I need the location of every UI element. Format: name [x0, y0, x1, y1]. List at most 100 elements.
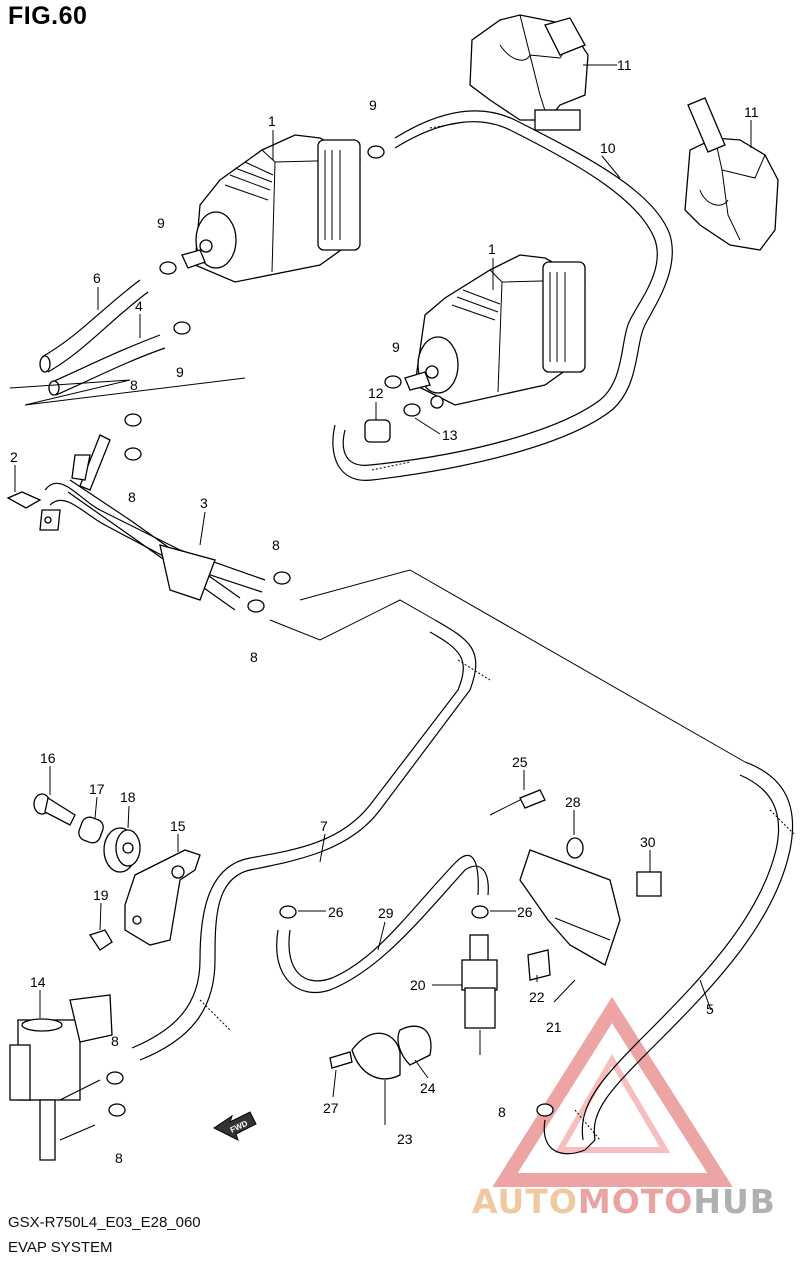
- collar-17: [78, 816, 104, 844]
- purge-hose-10: [332, 110, 673, 481]
- callout-15: 15: [170, 818, 186, 834]
- clamp-24: [397, 1025, 432, 1066]
- callout-4: 4: [135, 298, 143, 314]
- bracket-15: [124, 849, 201, 946]
- callout-5: 5: [706, 1001, 714, 1017]
- callout-25: 25: [512, 754, 528, 770]
- callout-12: 12: [368, 385, 384, 401]
- callout-8: 8: [498, 1104, 506, 1120]
- callout-9: 9: [392, 339, 400, 355]
- bolt-27: [329, 1051, 353, 1069]
- clamp-8-d: [247, 599, 265, 613]
- callout-18: 18: [120, 789, 136, 805]
- leader-lines-4-6: [9, 377, 246, 406]
- clamp-8-a: [124, 413, 142, 427]
- hose-7: [131, 619, 491, 1061]
- clamp-8-g: [536, 1103, 554, 1117]
- section-name: EVAP SYSTEM: [8, 1239, 113, 1256]
- callout-24: 24: [420, 1080, 436, 1096]
- callout-27: 27: [323, 1100, 339, 1116]
- clamp-9-left: [159, 261, 177, 275]
- clamp-8-e: [106, 1071, 124, 1085]
- callout-6: 6: [93, 270, 101, 286]
- watermark-logo-icon: [492, 996, 733, 1187]
- short-hose-4: [48, 334, 166, 396]
- callout-1: 1: [488, 241, 496, 257]
- clamp-26-a: [279, 905, 297, 919]
- rivet-25: [489, 789, 546, 816]
- washer-28: [566, 837, 584, 859]
- callout-13: 13: [442, 427, 458, 443]
- canister-holder-lower: [684, 97, 779, 251]
- clamp-26-b: [471, 905, 489, 919]
- watermark-auto: AUTO: [472, 1182, 578, 1221]
- callout-9: 9: [176, 364, 184, 380]
- evap-canister-lower: [404, 254, 586, 409]
- clip-22: [527, 949, 551, 981]
- hose-5: [574, 761, 796, 1141]
- callout-9: 9: [369, 97, 377, 113]
- clamp-8-f: [108, 1103, 126, 1117]
- callout-8: 8: [115, 1150, 123, 1166]
- clamp-8-c: [273, 571, 291, 585]
- canister-holder-upper: [469, 14, 589, 131]
- purge-valve-14: [9, 994, 113, 1161]
- bolt-2: [6, 491, 42, 509]
- callout-14: 14: [30, 974, 46, 990]
- callout-22: 22: [529, 989, 545, 1005]
- callout-8: 8: [128, 489, 136, 505]
- nut-19: [88, 929, 113, 951]
- callout-28: 28: [565, 794, 581, 810]
- callout-8: 8: [111, 1033, 119, 1049]
- grommet-18: [103, 827, 141, 873]
- callout-11: 11: [744, 104, 759, 120]
- callout-11: 11: [617, 57, 632, 73]
- clamp-9-lower-left: [173, 321, 191, 335]
- callout-30: 30: [640, 834, 656, 850]
- clamp-8-b: [124, 447, 142, 461]
- clamp-9-mid: [384, 375, 402, 389]
- callout-7: 7: [320, 818, 328, 834]
- callout-labels: 1 1 2 3 4 5 6 7 8 8 8 8 8 8 8 9 9 9 9 10…: [10, 57, 759, 1166]
- leader-line-7: [269, 599, 436, 641]
- callout-3: 3: [200, 495, 208, 511]
- callout-10: 10: [600, 140, 616, 156]
- clamp-13: [403, 403, 421, 417]
- hose-29: [276, 854, 489, 994]
- hose-joint-12: [364, 419, 391, 443]
- watermark-hub: HUB: [693, 1182, 776, 1221]
- clamp-23: [351, 1032, 401, 1080]
- callout-leader-lines: [14, 64, 752, 1125]
- callout-17: 17: [89, 781, 105, 797]
- callout-26: 26: [517, 904, 533, 920]
- clamp-9-top: [367, 145, 385, 159]
- figure-title: FIG.60: [8, 2, 88, 30]
- model-code: GSX-R750L4_E03_E28_060: [8, 1214, 201, 1231]
- callout-16: 16: [40, 750, 56, 766]
- cushion-30: [636, 871, 662, 897]
- callout-1: 1: [268, 113, 276, 129]
- callout-9: 9: [157, 215, 165, 231]
- callout-26: 26: [328, 904, 344, 920]
- watermark-moto: MOTO: [577, 1182, 694, 1221]
- short-hose-6: [39, 279, 149, 373]
- callout-23: 23: [397, 1131, 413, 1147]
- watermark-text: AUTOMOTOHUB: [472, 1182, 776, 1221]
- callout-2: 2: [10, 449, 18, 465]
- callout-8: 8: [272, 537, 280, 553]
- leader-line-5: [299, 569, 746, 763]
- evap-canister-upper: [181, 134, 361, 283]
- callout-21: 21: [546, 1019, 562, 1035]
- callout-29: 29: [378, 905, 394, 921]
- pipe-assembly-3: [39, 434, 266, 611]
- fuel-filter-20: [461, 934, 498, 1055]
- callout-20: 20: [410, 977, 426, 993]
- bolt-16: [33, 793, 76, 826]
- fwd-arrow-icon: FWD: [213, 1111, 257, 1141]
- callout-19: 19: [93, 887, 109, 903]
- bracket-21: [519, 849, 621, 966]
- callout-8: 8: [130, 377, 138, 393]
- callout-8: 8: [250, 649, 258, 665]
